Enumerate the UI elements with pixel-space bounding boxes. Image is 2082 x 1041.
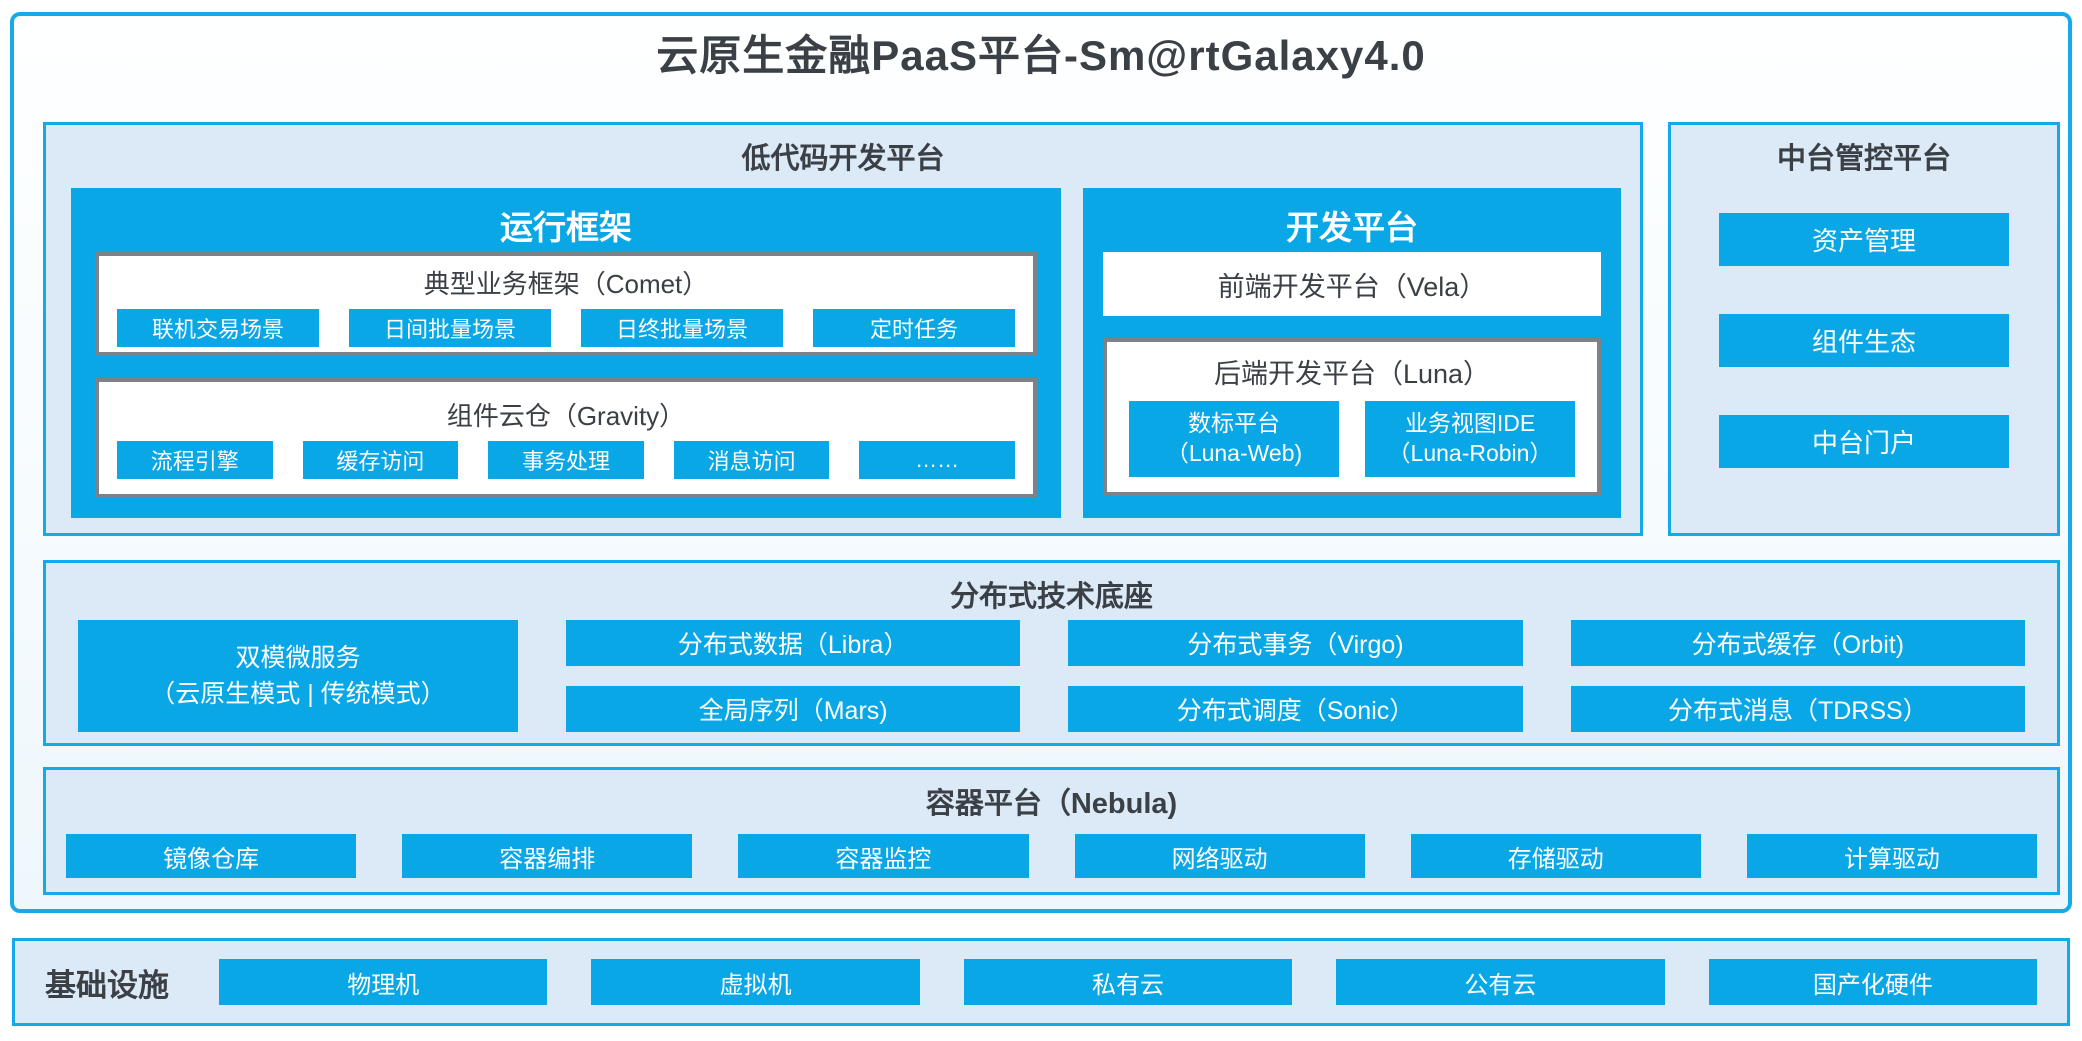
gravity-items-row: 流程引擎 缓存访问 事务处理 消息访问 …… bbox=[99, 433, 1033, 479]
comet-item: 联机交易场景 bbox=[117, 309, 319, 347]
container-platform-section: 容器平台（Nebula) 镜像仓库 容器编排 容器监控 网络驱动 存储驱动 计算… bbox=[43, 767, 2060, 895]
mid-control-section: 中台管控平台 资产管理 组件生态 中台门户 bbox=[1668, 122, 2060, 536]
luna-item-web: 数标平台 （Luna-Web) bbox=[1129, 401, 1339, 477]
comet-title: 典型业务框架（Comet） bbox=[423, 269, 709, 299]
luna-item-robin: 业务视图IDE （Luna-Robin） bbox=[1365, 401, 1575, 477]
mid-control-item: 资产管理 bbox=[1719, 213, 2009, 266]
distributed-item: 分布式缓存（Orbit) bbox=[1570, 620, 2025, 666]
luna-items-row: 数标平台 （Luna-Web) 业务视图IDE （Luna-Robin） bbox=[1107, 391, 1597, 477]
gravity-item: 缓存访问 bbox=[302, 441, 459, 479]
infrastructure-label: 基础设施 bbox=[45, 967, 169, 1003]
infrastructure-item: 私有云 bbox=[963, 959, 1293, 1005]
distributed-grid: 双模微服务 （云原生模式 | 传统模式） 分布式数据（Libra） 全局序列（M… bbox=[78, 620, 2025, 732]
lowcode-section: 低代码开发平台 运行框架 典型业务框架（Comet） 联机交易场景 日间批量场景… bbox=[43, 122, 1643, 536]
infrastructure-item: 国产化硬件 bbox=[1708, 959, 2038, 1005]
luna-item-robin-line1: 业务视图IDE bbox=[1404, 410, 1536, 437]
gravity-item: 事务处理 bbox=[488, 441, 644, 479]
gravity-item-ellipsis: …… bbox=[859, 441, 1015, 479]
dual-mode-line2: （云原生模式 | 传统模式） bbox=[150, 680, 446, 708]
comet-box: 典型业务框架（Comet） 联机交易场景 日间批量场景 日终批量场景 定时任务 bbox=[95, 252, 1037, 356]
mid-control-title: 中台管控平台 bbox=[1776, 143, 1951, 175]
luna-box: 后端开发平台（Luna） 数标平台 （Luna-Web) 业务视图IDE （Lu… bbox=[1103, 338, 1601, 496]
infrastructure-section: 基础设施 物理机 虚拟机 私有云 公有云 国产化硬件 bbox=[12, 938, 2070, 1026]
dev-platform-title: 开发平台 bbox=[1286, 209, 1418, 246]
distributed-item: 分布式事务（Virgo) bbox=[1068, 620, 1523, 666]
dev-platform-panel: 开发平台 前端开发平台（Vela） 后端开发平台（Luna） 数标平台 （Lun… bbox=[1083, 188, 1621, 518]
luna-item-web-line2: （Luna-Web) bbox=[1165, 440, 1303, 466]
infrastructure-item: 物理机 bbox=[219, 959, 548, 1005]
lowcode-title: 低代码开发平台 bbox=[741, 143, 945, 175]
distributed-item: 分布式消息（TDRSS） bbox=[1570, 686, 2025, 732]
luna-item-web-line1: 数标平台 bbox=[1188, 410, 1280, 437]
container-item: 容器监控 bbox=[738, 834, 1029, 878]
gravity-title: 组件云仓（Gravity） bbox=[446, 401, 686, 431]
comet-item: 日终批量场景 bbox=[581, 309, 783, 347]
page-title: 云原生金融PaaS平台-Sm@rtGalaxy4.0 bbox=[656, 32, 1426, 79]
distributed-column: 分布式缓存（Orbit) 分布式消息（TDRSS） bbox=[1570, 620, 2025, 732]
vela-box: 前端开发平台（Vela） bbox=[1103, 252, 1601, 316]
container-item: 存储驱动 bbox=[1410, 834, 1701, 878]
gravity-item: 流程引擎 bbox=[117, 441, 273, 479]
distributed-column: 分布式事务（Virgo) 分布式调度（Sonic） bbox=[1068, 620, 1523, 732]
dual-mode-line1: 双模微服务 bbox=[235, 643, 361, 672]
distributed-base-title: 分布式技术底座 bbox=[949, 581, 1153, 613]
mid-control-items: 资产管理 组件生态 中台门户 bbox=[1719, 213, 2009, 468]
distributed-column: 分布式数据（Libra） 全局序列（Mars) bbox=[566, 620, 1021, 732]
comet-items-row: 联机交易场景 日间批量场景 日终批量场景 定时任务 bbox=[99, 301, 1033, 347]
luna-title: 后端开发平台（Luna） bbox=[1213, 359, 1491, 389]
container-item: 镜像仓库 bbox=[66, 834, 357, 878]
container-platform-title: 容器平台（Nebula) bbox=[925, 788, 1178, 820]
infrastructure-item: 公有云 bbox=[1336, 959, 1665, 1005]
gravity-item: 消息访问 bbox=[673, 441, 830, 479]
distributed-item: 分布式数据（Libra） bbox=[566, 620, 1021, 666]
distributed-item: 分布式调度（Sonic） bbox=[1068, 686, 1523, 732]
container-item: 计算驱动 bbox=[1746, 834, 2038, 878]
runtime-framework-panel: 运行框架 典型业务框架（Comet） 联机交易场景 日间批量场景 日终批量场景 … bbox=[71, 188, 1061, 518]
infrastructure-item: 虚拟机 bbox=[591, 959, 920, 1005]
dual-mode-microservice-box: 双模微服务 （云原生模式 | 传统模式） bbox=[78, 620, 518, 732]
container-item: 网络驱动 bbox=[1074, 834, 1365, 878]
comet-item: 定时任务 bbox=[813, 309, 1015, 347]
distributed-base-section: 分布式技术底座 双模微服务 （云原生模式 | 传统模式） 分布式数据（Libra… bbox=[43, 560, 2060, 746]
luna-item-robin-line2: （Luna-Robin） bbox=[1387, 440, 1553, 466]
gravity-box: 组件云仓（Gravity） 流程引擎 缓存访问 事务处理 消息访问 …… bbox=[95, 378, 1037, 498]
container-items-row: 镜像仓库 容器编排 容器监控 网络驱动 存储驱动 计算驱动 bbox=[66, 834, 2038, 878]
container-item: 容器编排 bbox=[402, 834, 693, 878]
distributed-item: 全局序列（Mars) bbox=[566, 686, 1021, 732]
comet-item: 日间批量场景 bbox=[349, 309, 551, 347]
mid-control-item: 组件生态 bbox=[1719, 314, 2009, 367]
runtime-framework-title: 运行框架 bbox=[500, 209, 632, 246]
mid-control-item: 中台门户 bbox=[1719, 415, 2009, 468]
